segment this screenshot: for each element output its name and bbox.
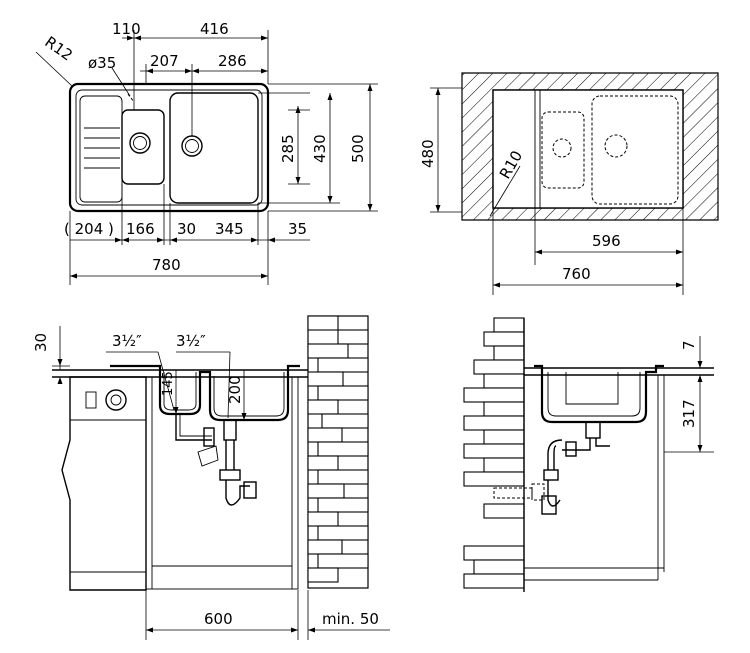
waste-pipe: [175, 414, 212, 441]
large-bowl-dashed: [591, 95, 679, 205]
dim-416: 416: [200, 20, 229, 38]
dim-204: ( 204 ): [64, 220, 114, 238]
label-pipe-2: 3½″: [176, 332, 206, 350]
dim-430: 430: [311, 134, 329, 163]
dim-35: 35: [288, 220, 307, 238]
label-pipe-1: 3½″: [112, 332, 142, 350]
dim-30-left: 30: [32, 333, 50, 352]
dim-600: 600: [204, 610, 233, 628]
side-view-left: 30 3½″ 3½″ 145 200: [32, 315, 390, 640]
dim-760: 760: [562, 265, 591, 283]
dim-500: 500: [349, 134, 367, 163]
dim-345: 345: [215, 220, 244, 238]
brick-wall-left: [307, 315, 369, 589]
cabinet: [145, 376, 299, 590]
drainer-area: [79, 95, 123, 203]
dim-145: 145: [161, 371, 176, 396]
dim-110: 110: [112, 20, 141, 38]
dim-480: 480: [419, 139, 437, 168]
large-bowl: [169, 92, 259, 204]
large-bowl-drain: [181, 135, 203, 157]
small-bowl-dashed: [541, 111, 585, 189]
dim-285: 285: [279, 134, 297, 163]
siphon: [225, 480, 250, 506]
dim-min-50: min. 50: [322, 610, 379, 628]
small-bowl: [121, 109, 165, 185]
sink-outline: [68, 82, 270, 213]
washing-machine: [61, 376, 147, 591]
sink-inner-rim: [75, 89, 263, 206]
dim-30: 30: [177, 220, 196, 238]
cutout-opening: [492, 89, 684, 209]
dim-207: 207: [150, 52, 179, 70]
dim-166: 166: [126, 220, 155, 238]
dim-317: 317: [680, 399, 698, 428]
small-bowl-drain: [129, 132, 151, 154]
dim-780: 780: [152, 256, 181, 274]
side-view-right: 7 317: [463, 317, 714, 592]
brick-wall-right: [463, 317, 525, 592]
top-view: 110 416 207 286 ø35 R12 285 430 50: [35, 20, 378, 285]
dim-d35: ø35: [88, 54, 116, 72]
dim-200: 200: [226, 375, 244, 404]
sink-section-right: [534, 364, 664, 424]
sink-section: [110, 364, 300, 422]
cutout-view: 480 R10 596 760: [419, 72, 719, 295]
dim-286: 286: [218, 52, 247, 70]
dim-7: 7: [680, 340, 698, 350]
dim-r12: R12: [42, 33, 77, 65]
dim-596: 596: [592, 232, 621, 250]
